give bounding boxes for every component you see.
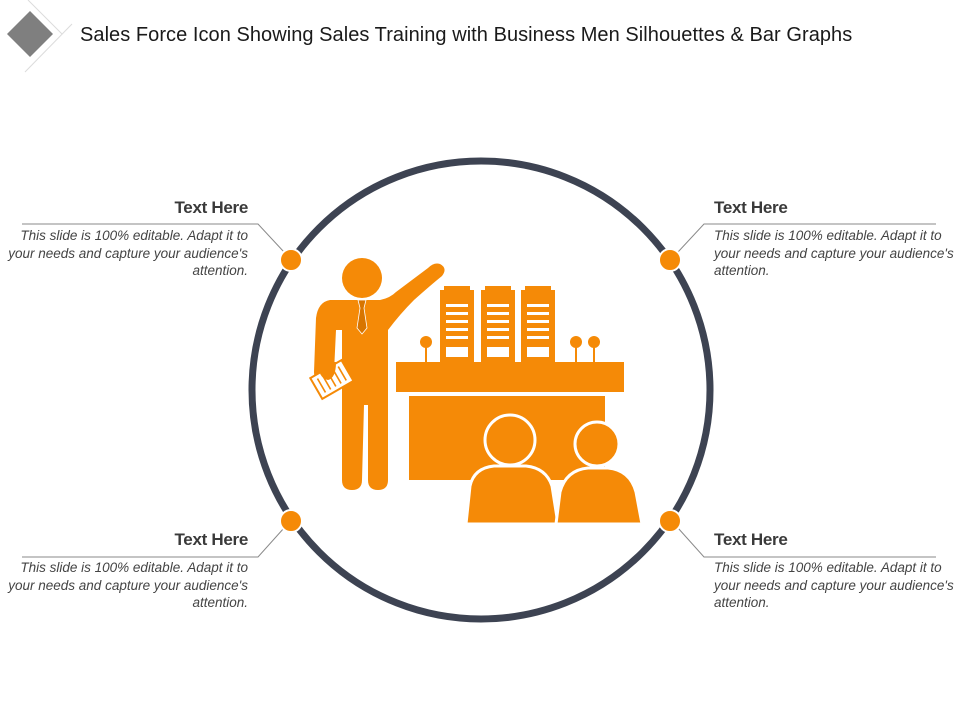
dot-top-left: [279, 248, 303, 272]
callout-top-right: Text Here This slide is 100% editable. A…: [714, 198, 954, 280]
callout-body: This slide is 100% editable. Adapt it to…: [8, 560, 248, 610]
outer-ring: [248, 157, 714, 623]
callout-body: This slide is 100% editable. Adapt it to…: [714, 560, 954, 610]
building-bar-graphs-icon: [420, 286, 600, 362]
callout-body: This slide is 100% editable. Adapt it to…: [8, 228, 248, 278]
callout-body: This slide is 100% editable. Adapt it to…: [714, 228, 954, 278]
corner-diamond-decoration: [7, 0, 73, 73]
podium-top: [396, 362, 624, 392]
connector-lines: [22, 223, 936, 558]
audience-figures-icon: [464, 413, 644, 526]
dot-bottom-right: [658, 509, 682, 533]
page-title: Sales Force Icon Showing Sales Training …: [80, 24, 853, 46]
callout-bottom-left: Text Here This slide is 100% editable. A…: [8, 530, 248, 612]
callout-heading: Text Here: [714, 530, 788, 549]
callout-top-left: Text Here This slide is 100% editable. A…: [8, 198, 248, 280]
dot-top-right: [658, 248, 682, 272]
callout-heading: Text Here: [174, 530, 248, 549]
callout-heading: Text Here: [714, 198, 788, 217]
presenter-figure-icon: [308, 258, 445, 490]
callout-bottom-right: Text Here This slide is 100% editable. A…: [714, 530, 954, 612]
sales-training-icon: [308, 258, 644, 526]
callout-heading: Text Here: [174, 198, 248, 217]
dot-bottom-left: [279, 509, 303, 533]
